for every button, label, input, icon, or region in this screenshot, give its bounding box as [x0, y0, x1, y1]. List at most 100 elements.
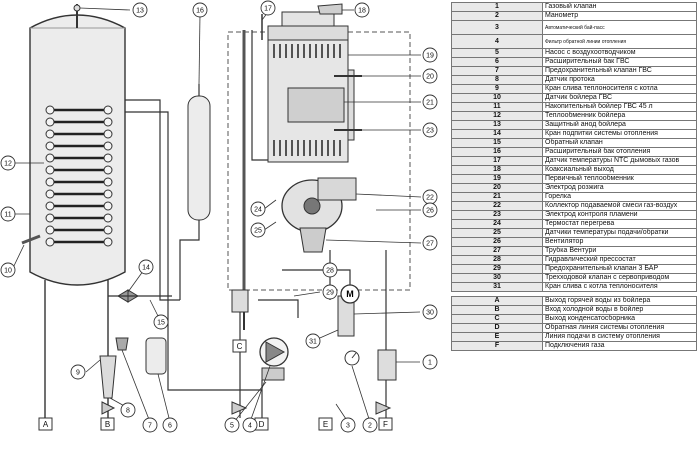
legend-key: 18 — [451, 165, 543, 175]
callout-11: 11 — [4, 212, 11, 219]
callout-30: 30 — [426, 310, 434, 317]
callout-13: 13 — [136, 8, 144, 15]
dhw-safety-valve — [115, 337, 129, 351]
boiler-schematic: A B C D E F M — [0, 0, 438, 433]
callout-21: 21 — [426, 100, 434, 107]
legend-label: Термостат перегрева — [542, 219, 697, 229]
legend-key: 7 — [451, 66, 543, 76]
servo-motor — [340, 284, 360, 304]
legend-key: 2 — [451, 11, 543, 21]
legend-label: Кран подпитки системы отопления — [542, 129, 697, 139]
legend-key: 8 — [451, 75, 543, 85]
legend-key: 27 — [451, 246, 543, 256]
callout-27: 27 — [426, 241, 434, 248]
legend-label: Линия подачи в систему отопления — [542, 332, 697, 342]
callout-29: 29 — [326, 290, 334, 297]
callout-9: 9 — [76, 370, 80, 377]
legend-label: Датчик температуры NTC дымовых газов — [542, 156, 697, 166]
legend-label: Расширительный бак ГВС — [542, 57, 697, 67]
legend-key: 6 — [451, 57, 543, 67]
legend-label: Гидравлический прессостат — [542, 255, 697, 265]
legend-key: 17 — [451, 156, 543, 166]
callout-16: 16 — [196, 8, 204, 15]
legend-label: Обратный клапан — [542, 138, 697, 148]
legend-label: Трубка Вентури — [542, 246, 697, 256]
burner — [287, 87, 345, 123]
legend-label: Кран слива с котла теплоносителя — [542, 282, 697, 292]
port-label-e: E — [323, 420, 328, 429]
legend-key: 13 — [451, 120, 543, 130]
callout-14: 14 — [142, 265, 150, 272]
callout-22: 22 — [426, 195, 434, 202]
legend-label: Автоматический бай-пасс — [542, 20, 697, 35]
callout-5: 5 — [230, 423, 234, 430]
callout-1: 1 — [428, 360, 432, 367]
callout-24: 24 — [254, 207, 262, 214]
legend-label: Коаксиальный выход — [542, 165, 697, 175]
callout-26: 26 — [426, 208, 434, 215]
legend-label: Насос с воздухоотводчиком — [542, 48, 697, 58]
legend-label: Вентилятор — [542, 237, 697, 247]
legend-label: Манометр — [542, 11, 697, 21]
legend-label: Горелка — [542, 192, 697, 202]
boiler-sensor — [21, 234, 41, 245]
legend-key: 12 — [451, 111, 543, 121]
legend-label: Газовый клапан — [542, 2, 697, 12]
legend-label: Электрод контроля пламени — [542, 210, 697, 220]
legend-key: 16 — [451, 147, 543, 157]
legend-key: 9 — [451, 84, 543, 94]
callout-10: 10 — [4, 268, 12, 275]
port-label-b: B — [105, 420, 110, 429]
legend-key: 14 — [451, 129, 543, 139]
heating-expansion-tank — [187, 95, 211, 221]
legend-key: 26 — [451, 237, 543, 247]
condensate-trap — [231, 289, 249, 313]
legend-key: 11 — [451, 102, 543, 112]
legend-key: 23 — [451, 210, 543, 220]
callout-12: 12 — [4, 161, 12, 168]
legend-key: 31 — [451, 282, 543, 292]
legend-key: 28 — [451, 255, 543, 265]
legend-label: Расширительный бак отопления — [542, 147, 697, 157]
legend-key: 22 — [451, 201, 543, 211]
legend-label: Датчики температуры подачи/обратки — [542, 228, 697, 238]
legend-label: Датчик бойлера ГВС — [542, 93, 697, 103]
legend-key: 20 — [451, 183, 543, 193]
legend-label: Накопительный бойлер ГВС 45 л — [542, 102, 697, 112]
legend-label: Выход горячей воды из бойлера — [542, 296, 697, 306]
callout-17: 17 — [264, 6, 272, 13]
legend-key: 25 — [451, 228, 543, 238]
callout-23: 23 — [426, 128, 434, 135]
callout-19: 19 — [426, 53, 434, 60]
callout-8: 8 — [126, 408, 130, 415]
callout-7: 7 — [148, 423, 152, 430]
legend-label: Датчик протока — [542, 75, 697, 85]
